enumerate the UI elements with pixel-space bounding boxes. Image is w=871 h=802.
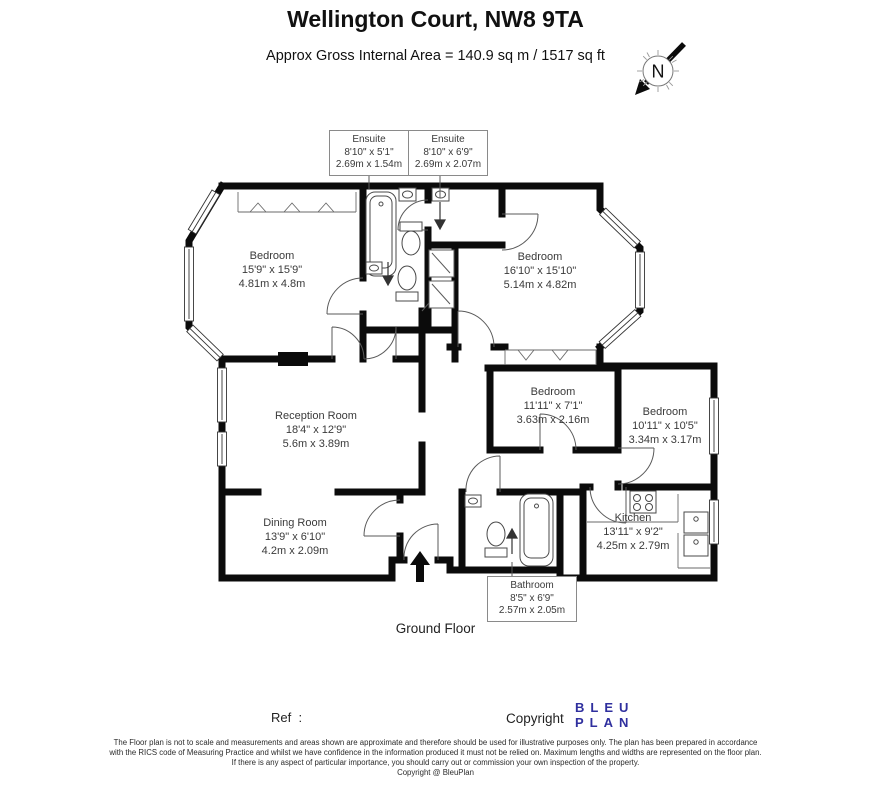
room-name: Kitchen xyxy=(614,512,652,524)
entry-door xyxy=(403,523,439,561)
toilet-bathroom xyxy=(484,521,508,558)
room-label-bedroom-topleft: Bedroom 15'9" x 15'9" 4.81m x 4.8m xyxy=(239,249,306,291)
room-label-bedroom-right: Bedroom 10'11" x 10'5" 3.34m x 3.17m xyxy=(629,405,702,447)
bathtub-ensuite xyxy=(365,191,397,277)
room-dim-metric: 2.69m x 1.54m xyxy=(335,159,403,170)
page-subtitle: Approx Gross Internal Area = 140.9 sq m … xyxy=(266,48,605,64)
room-name: Bedroom xyxy=(249,250,295,262)
floor-label: Ground Floor xyxy=(395,621,476,636)
window-bedroom-right xyxy=(709,397,719,455)
room-dim-imperial: 8'10" x 5'1" xyxy=(344,146,394,158)
compass-icon: N xyxy=(635,42,686,95)
kitchen-counter xyxy=(587,494,710,569)
arrows xyxy=(381,202,519,582)
room-dim-imperial: 16'10" x 15'10" xyxy=(503,265,577,277)
room-dim-imperial: 13'9" x 6'10" xyxy=(264,531,326,543)
room-name: Ensuite xyxy=(352,134,386,145)
room-label-kitchen: Kitchen 13'11" x 9'2" 4.25m x 2.79m xyxy=(597,511,670,553)
compass-letter: N xyxy=(652,62,665,82)
bay-window-right xyxy=(598,207,645,350)
sink-ensuite1 xyxy=(398,187,417,202)
room-label-dining: Dining Room 13'9" x 6'10" 4.2m x 2.09m xyxy=(262,516,329,558)
kitchen-sink xyxy=(683,511,709,557)
dining-door xyxy=(363,499,401,537)
disclaimer-line: If there is any aspect of particular imp… xyxy=(231,758,640,767)
entry-arrow-icon xyxy=(410,551,430,582)
copyright-label: Copyright xyxy=(506,711,564,726)
room-name: Bedroom xyxy=(530,386,576,398)
ensuite1-door xyxy=(326,277,364,315)
room-name: Bedroom xyxy=(642,406,688,418)
page-title: Wellington Court, NW8 9TA xyxy=(287,6,584,32)
room-name: Reception Room xyxy=(275,410,357,422)
ref-label: Ref : xyxy=(271,710,303,725)
room-name: Dining Room xyxy=(263,517,327,529)
room-label-bedroom-middle: Bedroom 11'11" x 7'1" 3.63m x 2.16m xyxy=(517,385,590,427)
room-dim-imperial: 8'10" x 6'9" xyxy=(423,146,473,158)
room-dim-imperial: 13'11" x 9'2" xyxy=(603,526,663,538)
bathroom-flow-arrow xyxy=(505,527,519,554)
room-label-bedroom-topright: Bedroom 16'10" x 15'10" 5.14m x 4.82m xyxy=(504,250,577,292)
bathroom-label-box: Bathroom 8'5" x 6'9" 2.57m x 2.05m xyxy=(487,576,577,622)
room-dim-metric: 2.69m x 2.07m xyxy=(414,159,482,170)
walls xyxy=(185,181,718,582)
wardrobe-bedroom-tr xyxy=(504,349,597,365)
bedroom-middle-door xyxy=(539,413,577,451)
closet-squares xyxy=(428,249,455,309)
bleuplan-logo: BLEU PLAN xyxy=(575,700,634,730)
room-dim-metric: 3.63m x 2.16m xyxy=(516,414,590,426)
toilet-ensuite-lower xyxy=(395,265,419,302)
sink-bathroom xyxy=(464,494,482,508)
wall-pillar xyxy=(278,352,308,366)
leader-lines xyxy=(368,173,513,576)
room-name: Bedroom xyxy=(517,251,563,263)
room-dim-metric: 4.81m x 4.8m xyxy=(238,278,306,290)
room-dim-metric: 2.57m x 2.05m xyxy=(498,605,566,616)
ensuite2-door xyxy=(501,213,539,251)
room-dim-imperial: 11'11" x 7'1" xyxy=(523,400,583,412)
window-kitchen xyxy=(709,499,719,545)
disclaimer-line: The Floor plan is not to scale and measu… xyxy=(113,738,758,747)
room-dim-imperial: 18'4" x 12'9" xyxy=(285,424,347,436)
ensuite-flow-arrow-1 xyxy=(433,202,447,231)
windows xyxy=(184,189,719,545)
room-name: Ensuite xyxy=(431,134,465,145)
bay-window-left xyxy=(184,189,224,362)
room-dim-metric: 3.34m x 3.17m xyxy=(628,434,702,446)
disclaimer-line: Copyright @ BleuPlan xyxy=(397,768,474,777)
room-dim-metric: 4.25m x 2.79m xyxy=(596,540,670,552)
bathroom-door xyxy=(465,455,501,493)
room-dim-metric: 5.14m x 4.82m xyxy=(503,279,577,291)
room-dim-imperial: 8'5" x 6'9" xyxy=(510,592,554,604)
fixtures xyxy=(237,187,710,569)
room-dim-imperial: 10'11" x 10'5" xyxy=(632,420,698,432)
kitchen-hob xyxy=(629,490,657,514)
bedroom-tr-door xyxy=(457,310,495,348)
sink-ensuite-lower xyxy=(365,261,383,275)
wardrobe-bedroom-tl xyxy=(237,192,357,213)
logo-line2: PLAN xyxy=(575,715,635,730)
room-label-reception: Reception Room 18'4" x 12'9" 5.6m x 3.89… xyxy=(275,409,357,451)
bathtub-bathroom xyxy=(519,493,554,567)
reception-double-door xyxy=(331,326,397,360)
ensuite1-label-box: Ensuite 8'10" x 5'1" 2.69m x 1.54m xyxy=(329,130,409,176)
room-name: Bathroom xyxy=(510,580,554,591)
disclaimer-line: with the RICS code of Measuring Practice… xyxy=(109,748,762,757)
room-dim-metric: 4.2m x 2.09m xyxy=(261,545,329,557)
logo-line1: BLEU xyxy=(575,700,635,715)
room-dim-imperial: 15'9" x 15'9" xyxy=(241,264,303,276)
room-dim-metric: 5.6m x 3.89m xyxy=(282,438,350,450)
disclaimer: The Floor plan is not to scale and measu… xyxy=(80,738,791,778)
toilet-ensuite1 xyxy=(399,221,423,256)
ensuite-flow-arrow-2 xyxy=(381,262,395,287)
ensuite2-label-box: Ensuite 8'10" x 6'9" 2.69m x 2.07m xyxy=(408,130,488,176)
bedroom-right-door xyxy=(617,447,655,485)
window-reception xyxy=(217,367,227,467)
